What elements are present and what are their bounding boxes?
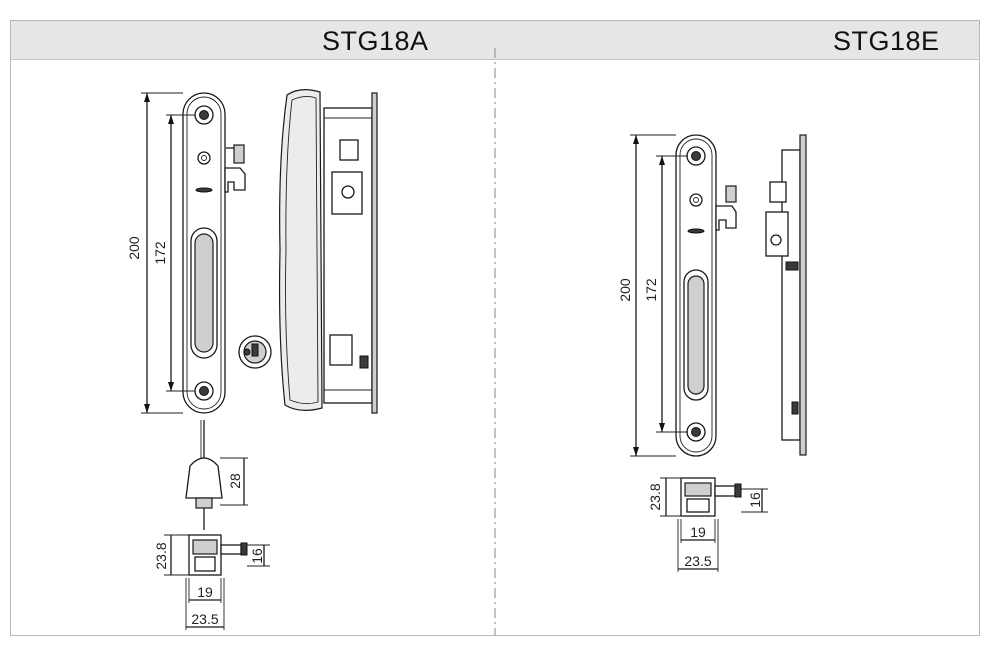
panel-title-stg18e: STG18E — [833, 26, 940, 56]
stg18e-bolt-height-label: 23.8 — [647, 483, 663, 510]
stg18e-bolt-detail — [660, 477, 768, 572]
stg18e-front-plate — [675, 134, 737, 457]
stg18a-front-plate — [182, 92, 246, 414]
stg18a-side-handle — [278, 89, 378, 414]
stg18a-bolt-detail — [164, 534, 270, 630]
stg18a-bolt-height-label: 23.8 — [153, 542, 169, 569]
stg18a-knob-height-label: 28 — [227, 473, 243, 489]
stg18e-side-plate — [765, 134, 807, 456]
stg18e-overall-height-label: 200 — [617, 278, 633, 302]
stg18a-bolt-depth-label: 23.5 — [191, 611, 218, 627]
stg18a-key-cylinder — [238, 335, 272, 369]
stg18a-bolt-width-label: 19 — [197, 584, 213, 600]
stg18a-bolt-thickness-label: 16 — [249, 548, 265, 564]
stg18a-overall-height-dimension — [141, 92, 183, 414]
stg18a-overall-height-label: 200 — [126, 236, 142, 260]
stg18e-overall-height-dimension — [630, 134, 676, 457]
stg18a-knob — [185, 420, 248, 530]
panel-title-stg18a: STG18A — [322, 26, 429, 56]
stg18e-bolt-width-label: 19 — [690, 524, 706, 540]
stg18e-bolt-depth-label: 23.5 — [684, 553, 711, 569]
stg18a-hole-spacing-dimension — [166, 114, 195, 392]
stg18e-hole-spacing-dimension — [656, 155, 688, 433]
stg18e-bolt-thickness-label: 16 — [747, 492, 763, 508]
stg18e-hole-spacing-label: 172 — [643, 278, 659, 302]
stg18a-hole-spacing-label: 172 — [152, 241, 168, 265]
